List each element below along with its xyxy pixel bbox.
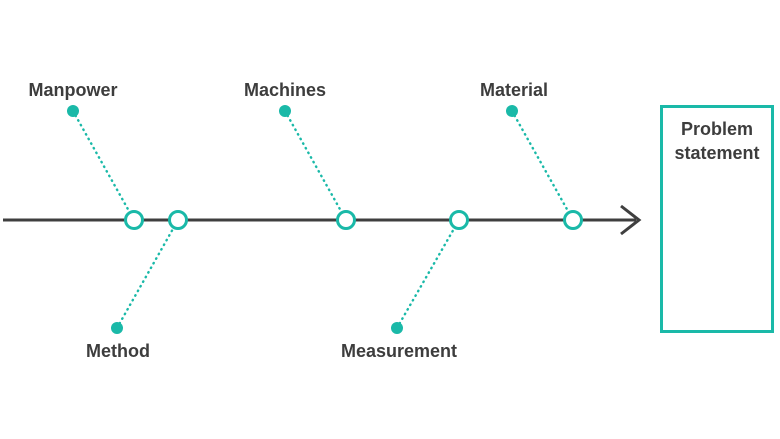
spine-node-machines bbox=[336, 210, 356, 230]
branch-endpoint-dot-machines bbox=[279, 105, 291, 117]
branch-line-material bbox=[510, 109, 575, 222]
branch-label-measurement: Measurement bbox=[340, 341, 458, 361]
branch-label-method: Method bbox=[86, 341, 150, 361]
branch-line-measurement bbox=[395, 218, 461, 330]
spine-node-measurement bbox=[449, 210, 469, 230]
branch-label-machines: Machines bbox=[243, 80, 327, 100]
branch-endpoint-dot-manpower bbox=[67, 105, 79, 117]
spine-node-method bbox=[168, 210, 188, 230]
branch-label-material: Material bbox=[479, 80, 549, 100]
branch-endpoint-dot-measurement bbox=[391, 322, 403, 334]
branch-line-method bbox=[115, 218, 180, 330]
branch-line-manpower bbox=[71, 109, 136, 222]
spine-node-material bbox=[563, 210, 583, 230]
spine-arrowhead bbox=[620, 204, 642, 236]
problem-statement-label: Problem statement bbox=[674, 119, 760, 163]
branch-endpoint-dot-method bbox=[111, 322, 123, 334]
problem-statement-box: Problem statement bbox=[660, 105, 774, 333]
branch-line-machines bbox=[283, 109, 348, 222]
branch-label-manpower: Manpower bbox=[28, 80, 118, 100]
branch-endpoint-dot-material bbox=[506, 105, 518, 117]
spine-node-manpower bbox=[124, 210, 144, 230]
